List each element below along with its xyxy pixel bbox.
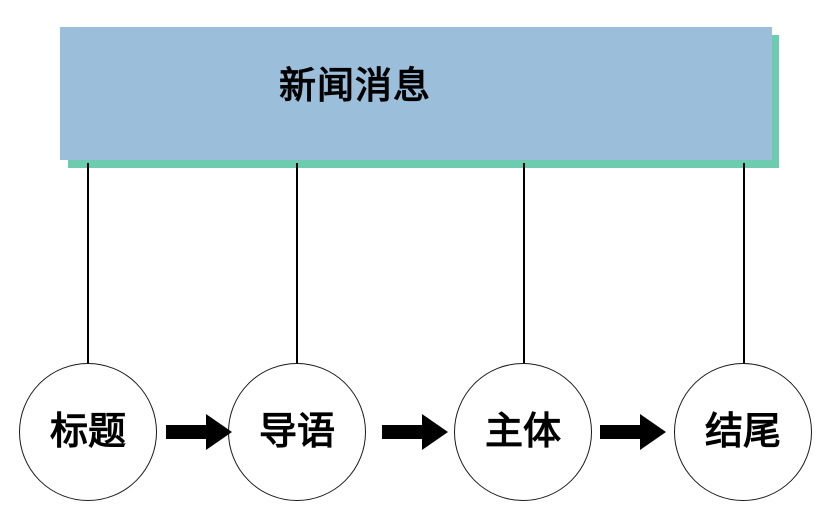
connector-line-2 [296, 163, 298, 367]
flow-node-label: 结尾 [704, 411, 781, 453]
flow-node-body[interactable]: 主体 [454, 363, 592, 501]
connector-line-4 [743, 163, 745, 367]
flow-node-ending[interactable]: 结尾 [674, 363, 812, 501]
flow-node-title[interactable]: 标题 [19, 363, 157, 501]
flow-node-label: 标题 [49, 411, 126, 453]
flow-node-label: 主体 [484, 411, 561, 453]
page-title: 新闻消息 [279, 65, 431, 106]
flow-arrow-icon-1 [166, 412, 232, 452]
connector-line-1 [87, 163, 89, 367]
flow-node-label: 导语 [258, 411, 335, 453]
flow-arrow-icon-2 [382, 412, 448, 452]
flow-arrow-icon-3 [600, 412, 666, 452]
header-banner: 新闻消息 [60, 27, 772, 160]
connector-line-3 [523, 163, 525, 367]
flow-node-lead[interactable]: 导语 [228, 363, 366, 501]
